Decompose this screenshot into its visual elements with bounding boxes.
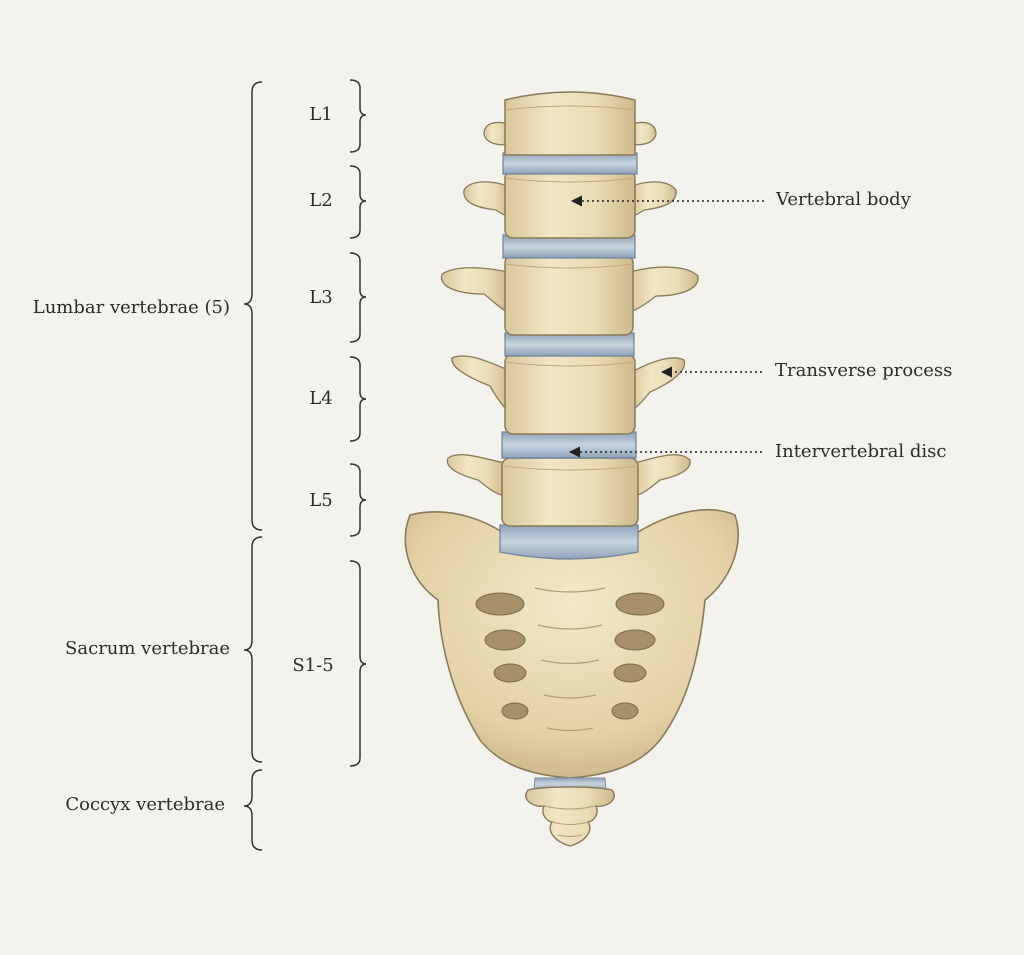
group-label-lumbar: Lumbar vertebrae (5) xyxy=(32,297,230,318)
group-label-coccyx: Coccyx vertebrae xyxy=(65,794,225,815)
brace-l5 xyxy=(349,463,367,537)
sacral-foramen xyxy=(614,629,656,651)
vertebra-l5 xyxy=(446,454,691,527)
coccyx xyxy=(525,777,615,847)
disc-l5-s1 xyxy=(499,524,639,560)
segment-label-l5: L5 xyxy=(309,490,333,511)
sacral-foramen xyxy=(613,663,647,683)
brace-l3 xyxy=(349,252,367,343)
disc-l4-l5 xyxy=(501,431,637,459)
brace-lumbar xyxy=(243,81,263,531)
vertebra-l3 xyxy=(441,254,699,336)
vertebra-l4 xyxy=(451,353,686,435)
sacral-foramen xyxy=(475,592,525,616)
segment-braces xyxy=(349,79,367,767)
vertebra-l2 xyxy=(463,169,677,239)
brace-l2 xyxy=(349,165,367,239)
brace-s1-5 xyxy=(349,560,367,767)
brace-l4 xyxy=(349,356,367,442)
sacral-foramen xyxy=(493,663,527,683)
brace-coccyx xyxy=(243,769,263,851)
segment-label-l1: L1 xyxy=(309,104,333,125)
callout-leaders xyxy=(568,195,764,458)
sacral-foramen xyxy=(611,702,639,720)
sacral-foramen xyxy=(615,592,665,616)
segment-label-l4: L4 xyxy=(309,388,333,409)
segment-label-l3: L3 xyxy=(309,287,333,308)
group-braces xyxy=(243,81,263,851)
segment-label-s1-5: S1-5 xyxy=(292,655,334,676)
callout-label-intervertebral-disc: Intervertebral disc xyxy=(775,441,947,462)
disc-l1-l2 xyxy=(502,152,638,175)
brace-l1 xyxy=(349,79,367,153)
callout-label-transverse-process: Transverse process xyxy=(775,360,953,381)
segment-label-l2: L2 xyxy=(309,190,333,211)
vertebra-l1 xyxy=(483,91,657,156)
brace-sacrum xyxy=(243,536,263,763)
sacrum xyxy=(404,509,739,779)
group-label-sacrum: Sacrum vertebrae xyxy=(65,638,230,659)
sacral-foramen xyxy=(484,629,526,651)
sacral-foramen xyxy=(501,702,529,720)
disc-l3-l4 xyxy=(504,332,635,357)
callout-label-vertebral-body: Vertebral body xyxy=(776,189,911,210)
